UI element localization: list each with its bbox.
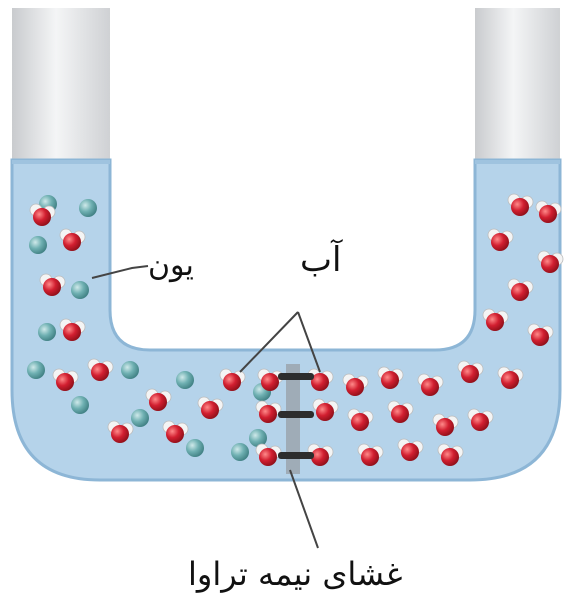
ion-particle: [131, 409, 149, 427]
ion-particle: [71, 281, 89, 299]
ion-label: یون: [148, 248, 194, 283]
membrane-label: غشای نیمه تراوا: [188, 555, 402, 593]
tube-walls: [12, 8, 560, 168]
water-label: آب: [300, 240, 341, 280]
ion-particle: [79, 199, 97, 217]
ion-particle: [38, 323, 56, 341]
ion-particle: [186, 439, 204, 457]
ion-particle: [29, 236, 47, 254]
ion-particle: [231, 443, 249, 461]
ion-particle: [27, 361, 45, 379]
ion-particle: [121, 361, 139, 379]
ion-particle: [176, 371, 194, 389]
membrane-pointer: [290, 470, 318, 548]
ion-particle: [71, 396, 89, 414]
